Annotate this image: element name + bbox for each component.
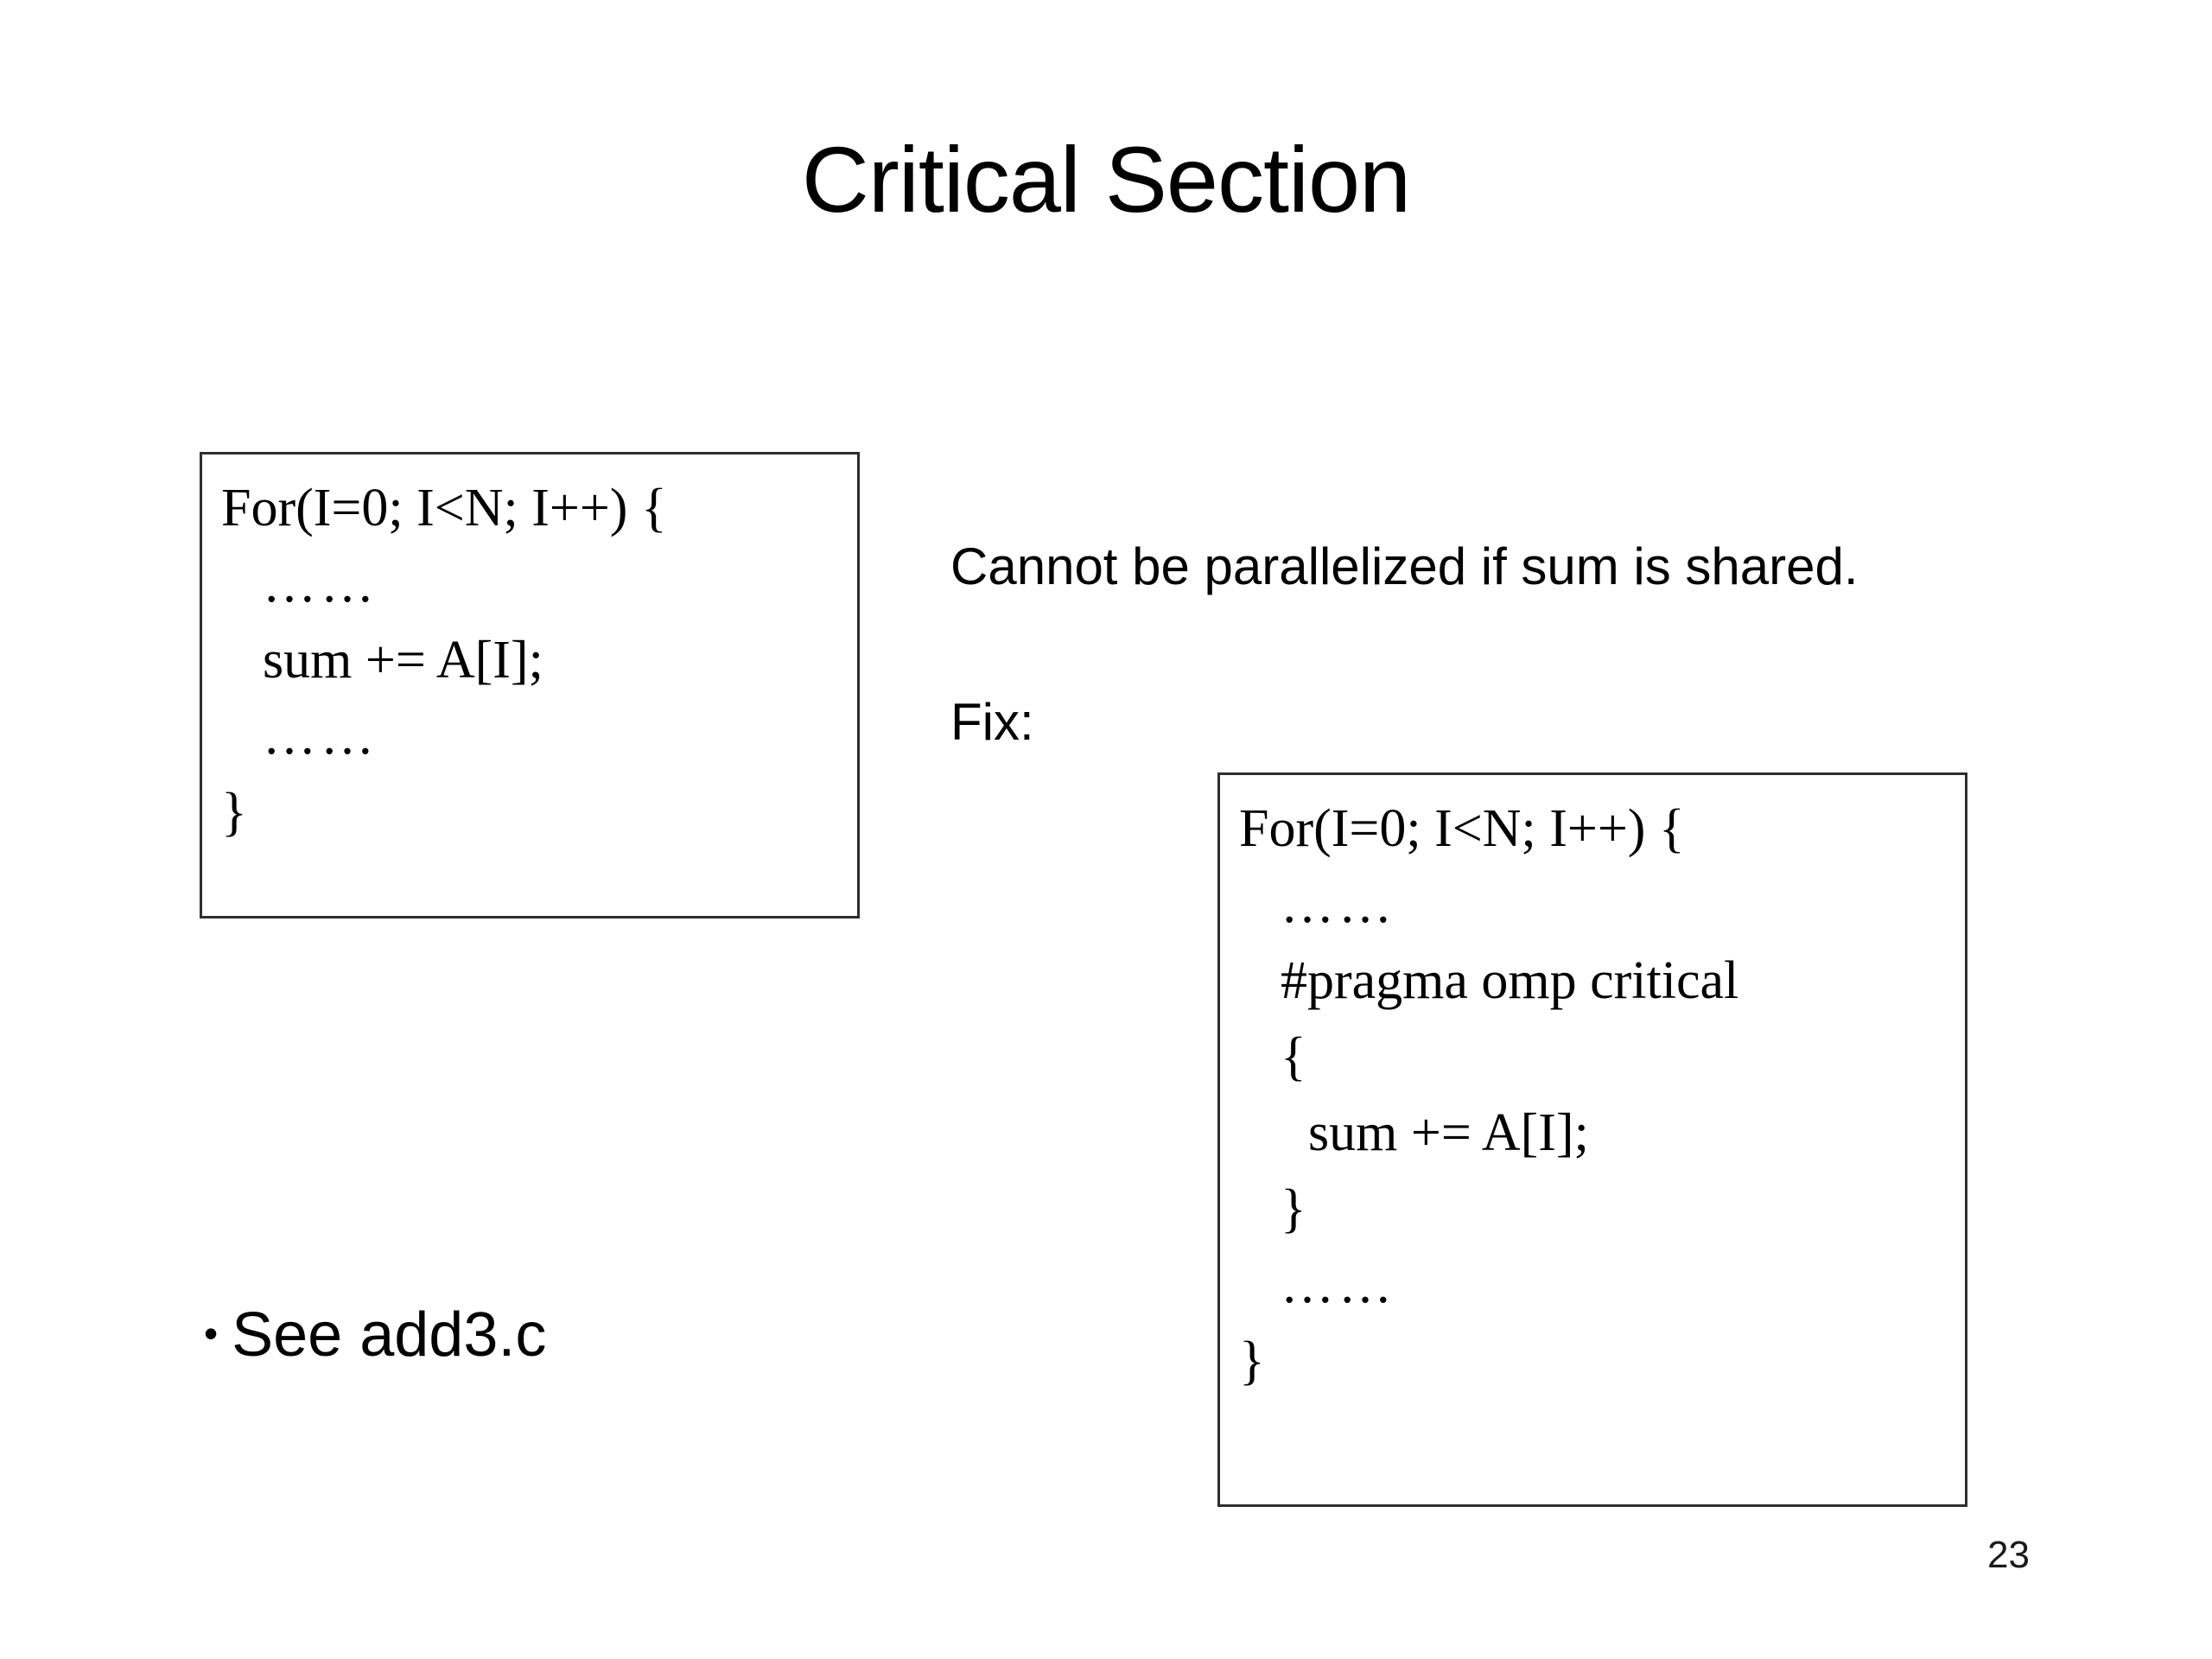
code-line: } <box>221 783 247 842</box>
code-line: For(I=0; I<N; I++) { <box>221 479 667 537</box>
code-line-ellipsis: …… <box>1281 875 1396 934</box>
code-line: } <box>1281 1179 1306 1238</box>
code-line-ellipsis: …… <box>1281 1255 1396 1314</box>
note-cannot-be-parallelized: Cannot be parallelized if sum is shared. <box>950 537 1859 595</box>
note-fix-label: Fix: <box>950 693 1034 751</box>
code-line: sum += A[I]; <box>263 631 543 690</box>
code-line-ellipsis: …… <box>263 707 378 766</box>
bullet-icon: • <box>204 1311 219 1356</box>
code-line: } <box>1239 1332 1265 1390</box>
page-title: Critical Section <box>801 127 1411 232</box>
code-box-critical-section-fix: For(I=0; I<N; I++) { …… #pragma omp crit… <box>1217 772 1967 1507</box>
list-item-label: See add3.c <box>232 1300 547 1370</box>
list-item-see-add3: • See add3.c <box>204 1298 546 1372</box>
code-line: For(I=0; I<N; I++) { <box>1239 799 1685 858</box>
code-line: { <box>1281 1027 1306 1086</box>
code-box-serial-loop: For(I=0; I<N; I++) { …… sum += A[I]; …… … <box>200 452 860 918</box>
code-line-pragma: #pragma omp critical <box>1281 951 1739 1010</box>
code-line: sum += A[I]; <box>1308 1103 1589 1162</box>
page-number: 23 <box>1987 1534 2030 1576</box>
code-line-ellipsis: …… <box>263 555 378 613</box>
